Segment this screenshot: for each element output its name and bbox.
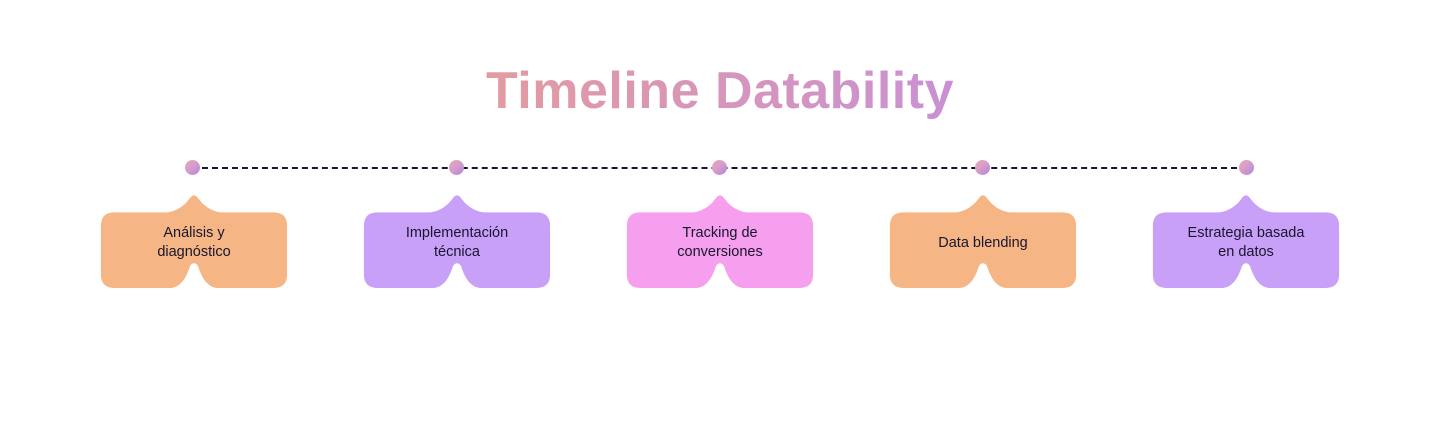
timeline-card-5[interactable]: Estrategia basada en datos <box>1150 192 1342 288</box>
timeline-dot-3 <box>711 160 727 175</box>
card-shape-3 <box>626 195 814 288</box>
page-title: Timeline Datability <box>0 57 1440 125</box>
timeline-card-3[interactable]: Tracking de conversiones <box>624 192 816 288</box>
timeline-card-2[interactable]: Implementación técnica <box>361 192 553 288</box>
card-shape-5 <box>1152 195 1340 288</box>
timeline-dot-4 <box>974 160 990 175</box>
timeline-card-4[interactable]: Data blending <box>887 192 1079 288</box>
card-shape-2 <box>363 195 551 288</box>
timeline-rail <box>184 160 1254 175</box>
card-label-5: Estrategia basada en datos <box>1187 225 1305 260</box>
card-label-1: Análisis y diagnóstico <box>157 225 231 260</box>
timeline-dot-5 <box>1238 160 1254 175</box>
card-shape-1 <box>100 195 288 288</box>
card-label-4: Data blending <box>938 234 1028 251</box>
timeline-cards: Análisis y diagnóstico Implementación téc… <box>0 192 1440 302</box>
card-label-3: Tracking de conversiones <box>677 225 763 260</box>
timeline-dot-1 <box>184 160 200 175</box>
timeline-dot-2 <box>448 160 464 175</box>
card-shape-4 <box>889 195 1077 288</box>
card-label-2: Implementación técnica <box>405 225 509 260</box>
timeline-card-1[interactable]: Análisis y diagnóstico <box>98 192 290 288</box>
